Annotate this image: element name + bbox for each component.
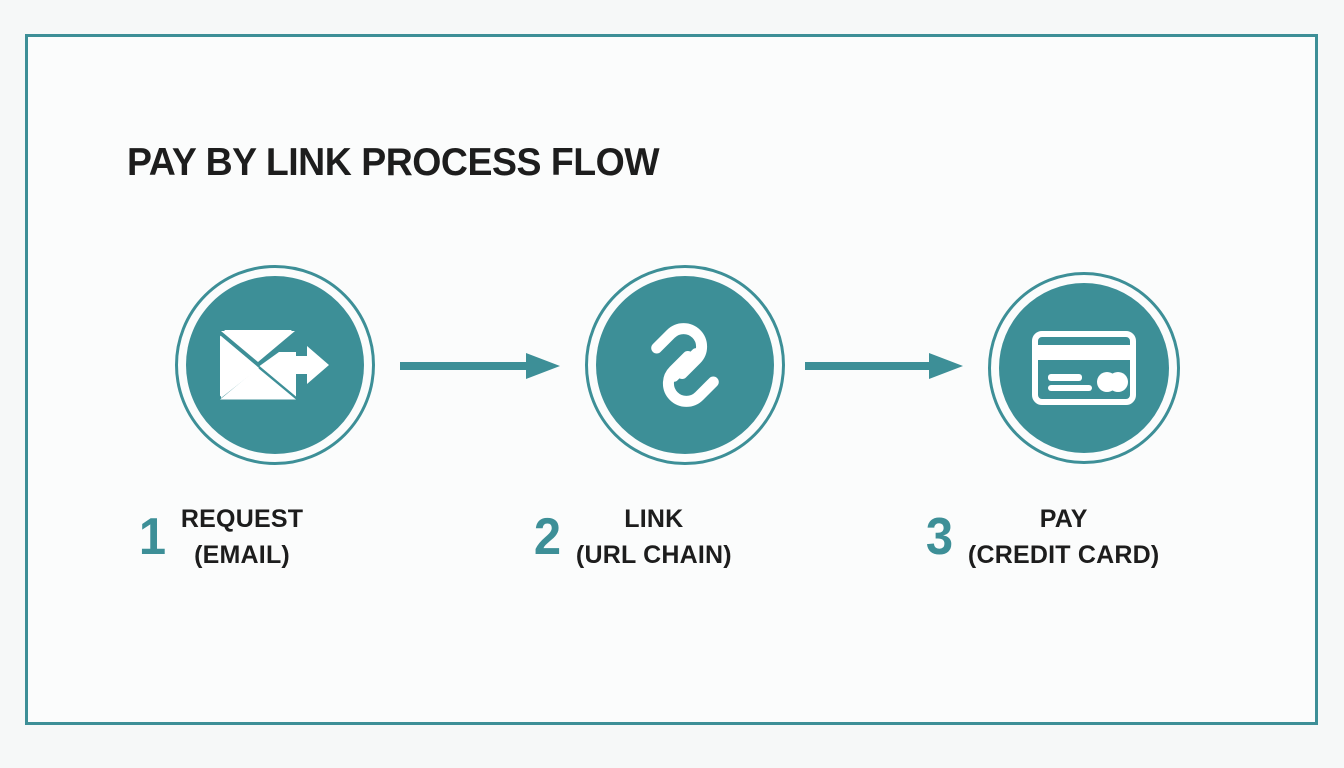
page-title: PAY BY LINK PROCESS FLOW xyxy=(127,141,660,184)
connector-arrow-1 xyxy=(400,352,560,380)
flow-step-3 xyxy=(988,272,1180,464)
step-3-label-line2: (CREDIT CARD) xyxy=(967,541,1160,569)
step-2-label-line1: LINK xyxy=(624,504,684,533)
step-3-disc xyxy=(999,283,1169,453)
chain-link-icon xyxy=(651,323,719,407)
connector-arrow-2 xyxy=(805,352,963,380)
step-2-label-line2: (URL CHAIN) xyxy=(575,541,732,569)
step-2-disc xyxy=(596,276,774,454)
step-2-labels: LINK (URL CHAIN) xyxy=(576,501,732,574)
step-3-label-line1: PAY xyxy=(1039,504,1088,533)
step-1-label-line1: REQUEST xyxy=(180,504,304,533)
flow-step-1 xyxy=(175,265,375,465)
envelope-send-icon xyxy=(220,330,329,400)
step-1-number: 1 xyxy=(138,508,167,566)
step-2-number: 2 xyxy=(533,508,562,566)
step-3-icon-badge xyxy=(988,272,1180,464)
step-2-caption: 2 LINK (URL CHAIN) xyxy=(533,500,732,574)
step-1-icon-badge xyxy=(175,265,375,465)
step-3-labels: PAY (CREDIT CARD) xyxy=(968,501,1159,574)
step-2-icon-badge xyxy=(585,265,785,465)
credit-card-icon xyxy=(1032,331,1136,405)
step-1-disc xyxy=(186,276,364,454)
step-3-number: 3 xyxy=(925,508,954,566)
step-1-caption: 1 REQUEST (EMAIL) xyxy=(138,500,303,574)
step-3-caption: 3 PAY (CREDIT CARD) xyxy=(925,500,1159,574)
step-1-label-line2: (EMAIL) xyxy=(194,541,290,569)
flow-step-2 xyxy=(585,265,785,465)
step-1-labels: REQUEST (EMAIL) xyxy=(181,501,303,574)
